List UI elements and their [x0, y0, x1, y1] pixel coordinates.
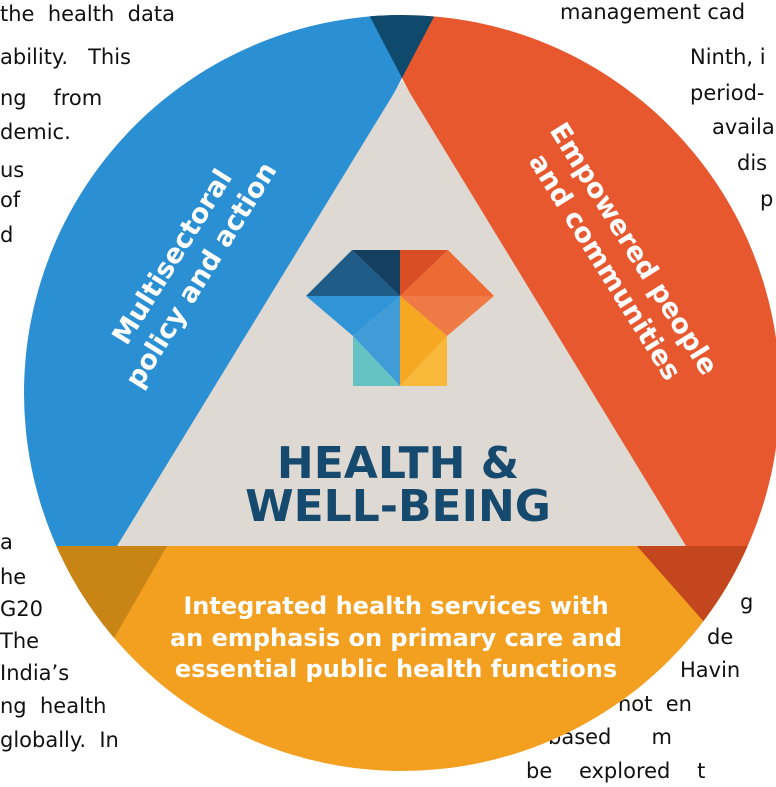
bg-text-right-6: p [760, 187, 774, 211]
bg-text-left-8: a [0, 530, 13, 554]
bg-text-right-9: Havin [680, 658, 741, 682]
bottom-label-line3: essential public health functions [175, 655, 617, 683]
bg-text-left-10: G20 [0, 597, 43, 621]
bg-text-left-4: demic. [0, 120, 71, 144]
bg-text-left-14: globally. In [0, 728, 119, 752]
bg-text-right-8: de [707, 625, 734, 649]
bg-text-left-1: the health data [0, 2, 175, 26]
bg-text-left-13: ng health [0, 694, 107, 718]
bg-text-left-12: India’s [0, 661, 70, 685]
bg-text-left-11: The [0, 629, 40, 653]
bg-text-right-2: Ninth, i [690, 45, 766, 69]
bg-text-right-3: period- [690, 81, 765, 105]
bottom-label-line2: an emphasis on primary care and [170, 624, 622, 652]
bg-text-left-6: of [0, 188, 21, 212]
bg-text-right-7: g [740, 590, 754, 614]
heart-icon [306, 250, 494, 386]
top-accent [356, 15, 448, 78]
bg-text-left-5: us [0, 158, 25, 182]
bg-text-left-9: he [0, 565, 27, 589]
bg-text-right-5: dis [737, 151, 768, 175]
bg-text-right-1: management cad [560, 0, 746, 24]
bg-text-left-7: d [0, 223, 14, 247]
center-title-line2: WELL-BEING [245, 481, 551, 532]
bg-text-left-2: ability. This [0, 45, 131, 69]
bottom-label-line1: Integrated health services with [183, 592, 608, 620]
center-title-line1: HEALTH & [277, 438, 519, 489]
bg-text-right-4: availa [712, 115, 775, 139]
bg-text-left-3: ng from [0, 86, 103, 110]
